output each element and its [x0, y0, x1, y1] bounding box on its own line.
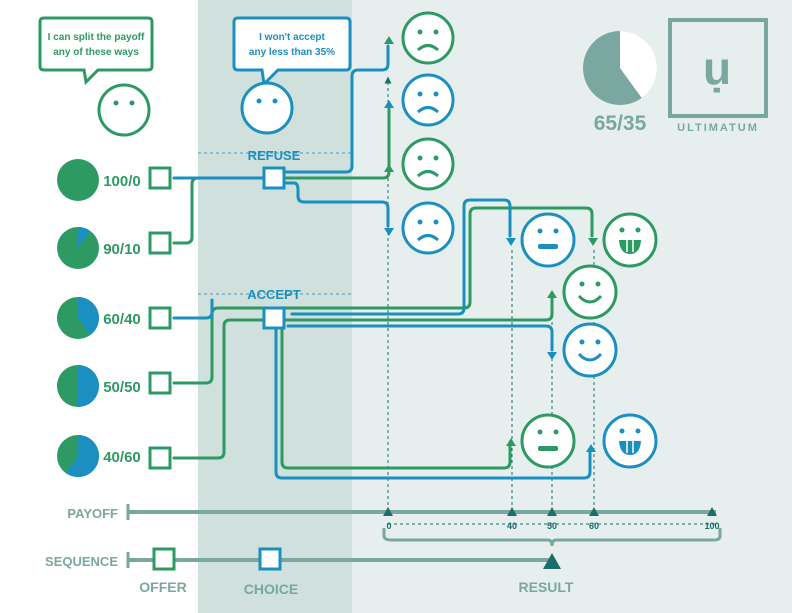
proposer-speech-line2: any of these ways	[53, 47, 139, 58]
offer-label-100-0: 100/0	[103, 173, 141, 190]
responder-speech-bubble: I won't accept any less than 35%	[232, 16, 352, 88]
sequence-result-marker	[543, 553, 561, 569]
sad-face-blue-1	[401, 73, 455, 127]
responder-avatar	[240, 81, 294, 135]
offer-node-50-50	[148, 371, 172, 395]
offer-label-40-60: 40/60	[103, 449, 141, 466]
neutral-face-blue-60-40	[520, 212, 576, 268]
refuse-node	[262, 166, 286, 190]
offer-nodes	[148, 166, 172, 470]
summary-pie	[583, 30, 658, 105]
tick-100: 100	[704, 521, 719, 531]
responder-speech-line1: I won't accept	[259, 32, 325, 43]
offer-pie-100-0	[57, 159, 99, 201]
offer-node-60-40	[148, 306, 172, 330]
accept-node	[262, 306, 286, 330]
step-result: RESULT	[519, 579, 574, 595]
proposer-avatar	[97, 83, 151, 137]
accept-label: ACCEPT	[247, 287, 301, 302]
happy-face-green-50-50	[562, 264, 618, 320]
sad-face-green-2	[401, 137, 455, 191]
step-offer: OFFER	[139, 579, 186, 595]
happy-face-blue-40-60	[602, 413, 658, 469]
payoff-bracket	[382, 528, 722, 547]
neutral-face-green-40-60	[520, 413, 576, 469]
offer-label-50-50: 50/50	[103, 379, 141, 396]
tick-40: 40	[507, 521, 517, 531]
summary-ratio: 65/35	[594, 112, 647, 135]
responder-flows	[172, 44, 592, 480]
offer-node-40-60	[148, 446, 172, 470]
tick-50: 50	[547, 521, 557, 531]
happy-face-green-60-40	[602, 212, 658, 268]
logo-frame	[668, 18, 768, 118]
offer-pie-90-10	[57, 227, 99, 269]
sequence-offer-node	[152, 547, 176, 571]
offer-label-60-40: 60/40	[103, 311, 141, 328]
proposer-speech-bubble: I can split the payoff any of these ways	[38, 16, 154, 86]
payoff-axis-markers	[383, 507, 717, 516]
sequence-axis-label: SEQUENCE	[45, 554, 118, 569]
proposer-speech-line1: I can split the payoff	[48, 32, 145, 43]
payoff-axis-label: PAYOFF	[67, 506, 118, 521]
sad-face-green-1	[401, 11, 455, 65]
logo-text: ULTIMATUM	[677, 122, 759, 134]
offer-node-100-0	[148, 166, 172, 190]
offer-label-90-10: 90/10	[103, 241, 141, 258]
tick-60: 60	[589, 521, 599, 531]
flow-arrowheads	[384, 36, 598, 452]
offer-pie-60-40	[57, 297, 99, 339]
offer-pie-50-50	[57, 365, 99, 407]
happy-face-blue-50-50	[562, 322, 618, 378]
responder-speech-line2: any less than 35%	[249, 47, 335, 58]
offer-node-90-10	[148, 231, 172, 255]
sad-face-blue-2	[401, 201, 455, 255]
sequence-choice-node	[258, 547, 282, 571]
tick-0: 0	[386, 521, 391, 531]
refuse-label: REFUSE	[248, 148, 301, 163]
logo-glyph: ụ	[703, 42, 731, 94]
step-choice: CHOICE	[244, 581, 298, 597]
offer-pie-40-60	[57, 434, 100, 478]
